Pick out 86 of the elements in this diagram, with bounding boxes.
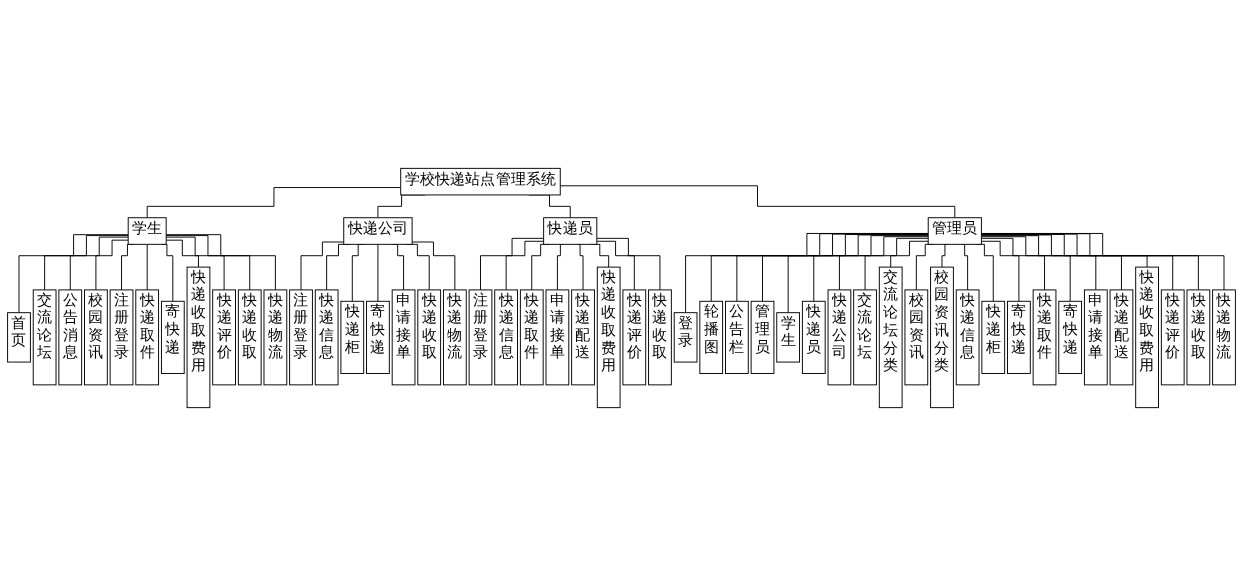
node-box: 快递收取 bbox=[417, 289, 442, 386]
node-box: 寄快递 bbox=[1007, 300, 1031, 374]
connector bbox=[864, 237, 929, 291]
node-box: 快递物流 bbox=[442, 289, 467, 386]
node-box: 快递评价 bbox=[1160, 289, 1185, 386]
node-box: 快递柜 bbox=[340, 300, 365, 374]
node-box: 管理员 bbox=[750, 300, 775, 374]
node-box: 快递信息 bbox=[494, 289, 518, 386]
node-box: 快递收取费用 bbox=[596, 266, 621, 409]
node-box: 快递物流 bbox=[263, 289, 288, 386]
node-box: 快递公司 bbox=[343, 217, 413, 245]
connector bbox=[165, 234, 276, 291]
connector bbox=[685, 233, 929, 314]
connector bbox=[69, 236, 129, 291]
connector bbox=[596, 237, 661, 291]
connector bbox=[165, 239, 199, 268]
node-box: 快递配送 bbox=[571, 289, 595, 386]
node-box: 快递取件 bbox=[135, 289, 160, 386]
connector bbox=[941, 243, 949, 268]
connector bbox=[165, 235, 251, 291]
connector bbox=[980, 236, 1071, 302]
connector bbox=[505, 240, 545, 291]
connector bbox=[980, 240, 1020, 302]
node-box: 首页 bbox=[7, 312, 31, 363]
node-box: 申请接单 bbox=[1083, 289, 1108, 386]
node-box: 快递取件 bbox=[519, 289, 544, 386]
node-box: 快递收取 bbox=[1186, 289, 1211, 386]
node-box: 学生 bbox=[776, 312, 801, 363]
connector bbox=[165, 236, 225, 291]
connector bbox=[838, 236, 929, 291]
node-box: 寄快递 bbox=[160, 300, 185, 374]
node-box: 轮播图 bbox=[699, 300, 724, 374]
connector bbox=[411, 241, 456, 291]
node-box: 快递信息 bbox=[314, 289, 339, 386]
node-box: 校园资讯分类 bbox=[930, 266, 954, 409]
node-box: 申请接单 bbox=[545, 289, 570, 386]
node-box: 交流论坛 bbox=[32, 289, 57, 386]
node-box: 快递配送 bbox=[1109, 289, 1134, 386]
node-box: 交流论坛 bbox=[853, 289, 877, 386]
node-box: 快递收取费用 bbox=[186, 266, 211, 409]
node-box: 管理员 bbox=[927, 217, 982, 245]
connector bbox=[813, 235, 929, 302]
node-box: 快递员 bbox=[801, 300, 826, 374]
node-box: 交流论坛分类 bbox=[878, 266, 903, 409]
node-box: 快递评价 bbox=[212, 289, 236, 386]
node-box: 寄快递 bbox=[1058, 300, 1083, 374]
connector bbox=[576, 243, 584, 291]
node-box: 快递收取 bbox=[237, 289, 262, 386]
connector bbox=[980, 234, 1122, 291]
node-box: 寄快递 bbox=[366, 300, 390, 374]
node-box: 快递收取 bbox=[648, 289, 672, 386]
node-box: 快递公司 bbox=[827, 289, 852, 386]
connector bbox=[146, 187, 402, 219]
connector bbox=[377, 243, 379, 302]
connector bbox=[961, 243, 969, 291]
connector bbox=[559, 185, 956, 219]
node-box: 校园资讯 bbox=[904, 289, 929, 386]
node-box: 学校快递站点管理系统 bbox=[400, 167, 561, 196]
node-box: 快递信息 bbox=[955, 289, 980, 386]
node-box: 登录 bbox=[673, 312, 698, 363]
node-box: 公告消息 bbox=[58, 289, 83, 386]
connector bbox=[44, 235, 129, 291]
node-box: 校园资讯 bbox=[84, 289, 108, 386]
node-box: 申请接单 bbox=[391, 289, 416, 386]
node-box: 快递评价 bbox=[622, 289, 647, 386]
connector bbox=[480, 237, 545, 291]
connector bbox=[980, 237, 1045, 291]
node-box: 快递物流 bbox=[1212, 289, 1236, 386]
connector bbox=[787, 234, 929, 314]
connector bbox=[18, 234, 129, 314]
node-box: 注册登录 bbox=[109, 289, 134, 386]
connector bbox=[890, 240, 929, 268]
node-box: 快递收取费用 bbox=[1135, 266, 1159, 409]
node-box: 快递柜 bbox=[981, 300, 1006, 374]
connector bbox=[146, 243, 148, 291]
connector bbox=[300, 241, 345, 291]
connector bbox=[980, 235, 1097, 291]
connector bbox=[556, 243, 564, 291]
node-box: 注册登录 bbox=[289, 289, 313, 386]
node-box: 注册登录 bbox=[468, 289, 493, 386]
node-box: 公告栏 bbox=[725, 300, 749, 374]
node-box: 学生 bbox=[127, 217, 167, 245]
connector bbox=[596, 240, 635, 291]
node-box: 快递取件 bbox=[1032, 289, 1057, 386]
node-box: 快递员 bbox=[543, 217, 598, 245]
connector bbox=[95, 239, 129, 291]
